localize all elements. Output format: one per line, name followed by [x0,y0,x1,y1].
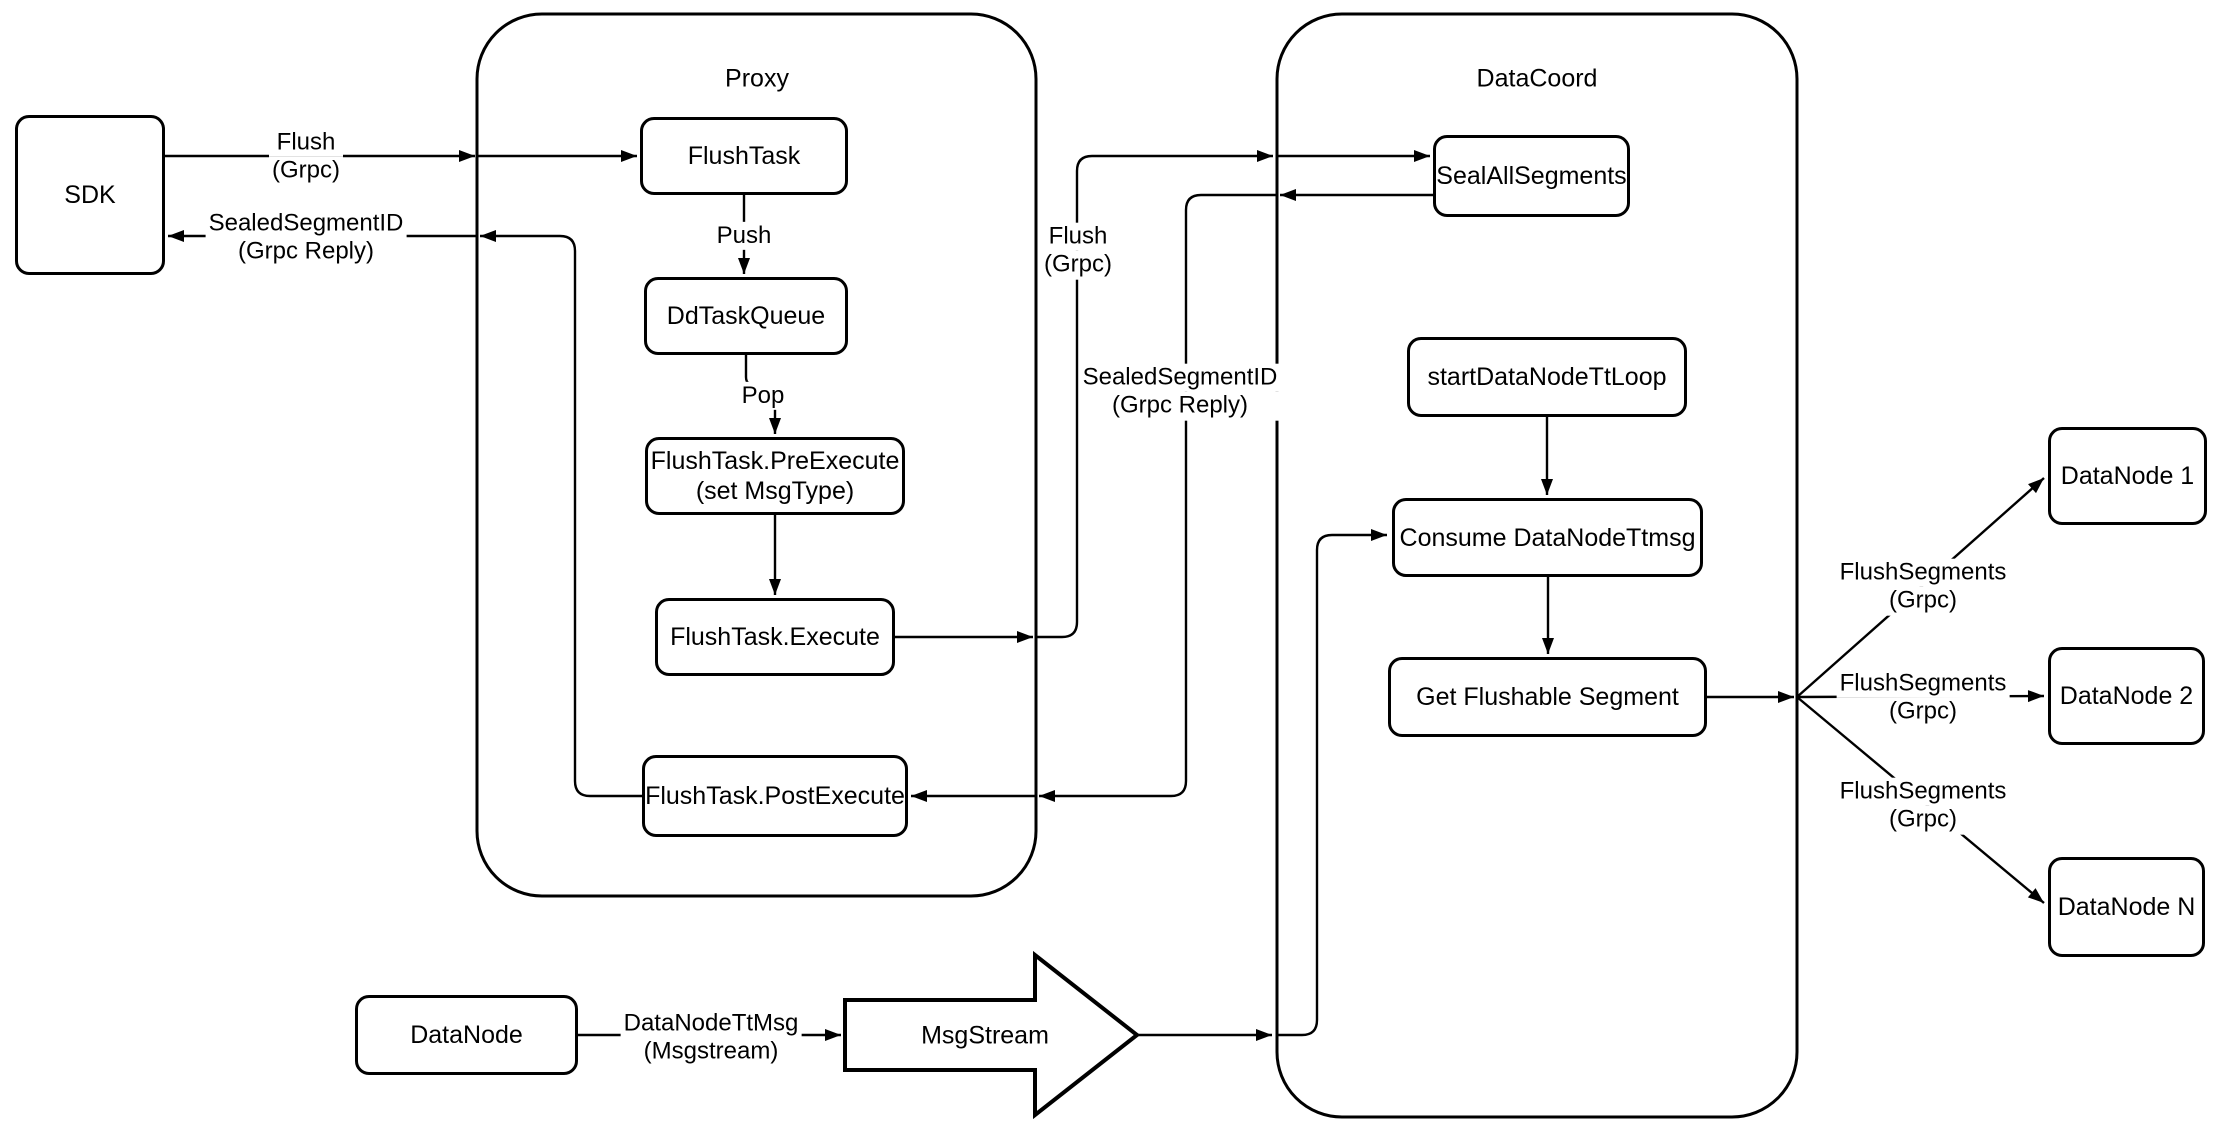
node-flushtask-label: FlushTask [687,142,801,170]
node-get-flushable-segment-label: Get Flushable Segment [1416,683,1679,711]
edge-label-flush-grpc-mid: Flush (Grpc) [1041,222,1115,280]
node-consume-datanodettmsg: Consume DataNodeTtmsg [1392,498,1703,577]
node-datanode-n-label: DataNode N [2057,893,2196,921]
node-flushtask-preexecute: FlushTask.PreExecute (set MsgType) [645,437,905,515]
edge-label-flushsegments-1: FlushSegments (Grpc) [1836,558,2010,616]
datacoord-container-outline [1275,12,1799,1119]
node-datanode-2-label: DataNode 2 [2059,682,2194,710]
node-flushtask-preexecute-line1: FlushTask.PreExecute [650,447,900,475]
edge-sealed-postexecute-to-proxy-boundary [480,230,642,798]
edge-label-flushsegments-2: FlushSegments (Grpc) [1836,669,2010,727]
node-get-flushable-segment: Get Flushable Segment [1388,657,1707,737]
node-datanode: DataNode [355,995,578,1075]
node-datanode-1: DataNode 1 [2048,427,2207,525]
node-startdatanodettloop-label: startDataNodeTtLoop [1427,363,1667,391]
node-datanode-1-label: DataNode 1 [2060,462,2195,490]
edge-label-flushsegments-3: FlushSegments (Grpc) [1836,777,2010,835]
edge-label-sealedsegmentid-sdk: SealedSegmentID (Grpc Reply) [205,209,407,267]
edge-label-flush-grpc-sdk: Flush (Grpc) [269,128,343,186]
node-ddtaskqueue-label: DdTaskQueue [666,302,826,330]
msgstream-arrow-shape [843,950,1141,1120]
node-datanode-label: DataNode [410,1021,523,1049]
edge-label-push: Push [713,221,775,251]
proxy-container-title: Proxy [725,64,789,93]
node-flushtask-preexecute-line2: (set MsgType) [695,477,855,505]
node-sealallsegments-label: SealAllSegments [1436,162,1627,190]
node-flushtask-execute: FlushTask.Execute [655,598,895,676]
msgstream-shape-label: MsgStream [921,1021,1049,1050]
node-datanode-2: DataNode 2 [2048,647,2205,745]
edge-msgstream-to-consume [1277,529,1387,1037]
node-flushtask-postexecute-label: FlushTask.PostExecute [645,782,905,810]
node-startdatanodettloop: startDataNodeTtLoop [1407,337,1687,417]
datacoord-container-title: DataCoord [1476,64,1598,93]
node-flushtask: FlushTask [640,117,848,195]
node-sealallsegments: SealAllSegments [1433,135,1630,217]
node-ddtaskqueue: DdTaskQueue [644,277,848,355]
edge-flush-proxy-to-datacoord [1036,150,1273,639]
node-consume-datanodettmsg-label: Consume DataNodeTtmsg [1399,523,1696,552]
node-flushtask-postexecute: FlushTask.PostExecute [642,755,908,837]
proxy-container-outline [475,12,1038,898]
node-sdk-label: SDK [64,181,116,209]
edge-sealed-datacoord-to-proxy-boundary [1039,193,1277,802]
node-flushtask-execute-label: FlushTask.Execute [670,623,880,651]
node-datanode-n: DataNode N [2048,857,2205,957]
node-sdk: SDK [15,115,165,275]
edge-label-sealedsegmentid-mid: SealedSegmentID (Grpc Reply) [1079,363,1281,421]
edge-label-pop: Pop [738,381,788,411]
edge-label-datanodettmsg: DataNodeTtMsg (Msgstream) [620,1009,802,1067]
